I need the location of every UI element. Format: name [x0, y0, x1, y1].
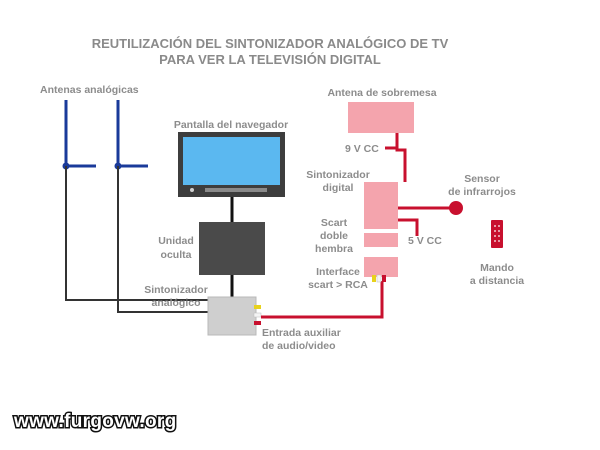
label-scart-1: Scart: [321, 217, 348, 229]
rca-jack-red: [254, 321, 261, 325]
title-line-2: PARA VER LA TELEVISIÓN DIGITAL: [159, 52, 381, 67]
desktop-antenna-box: [348, 102, 414, 133]
cable-antenna-to-digital: [395, 133, 407, 182]
analog-antennas: [62, 100, 148, 170]
screen-led: [190, 188, 194, 192]
remote-button: [498, 235, 500, 237]
digital-tuner-box: [364, 182, 398, 229]
label-sensor-1: Sensor: [464, 173, 500, 185]
interface-jack-yellow: [372, 275, 376, 282]
label-entrada-aux-1: Entrada auxiliar: [262, 327, 341, 339]
scart-rca-interface-box: [364, 257, 398, 277]
label-interface-2: scart > RCA: [308, 279, 368, 291]
remote-button: [494, 240, 496, 242]
label-sint-analog-1: Sintonizador: [144, 284, 208, 296]
analog-tuner-box: [207, 296, 257, 336]
rca-jack-yellow: [254, 305, 261, 309]
rca-jack-white: [253, 312, 262, 318]
label-sensor-2: de infrarrojos: [448, 186, 516, 198]
interface-jack-red: [382, 275, 386, 282]
cable-rca-to-interface: [261, 281, 384, 319]
label-scart-2: doble: [320, 230, 348, 242]
remote-button: [498, 240, 500, 242]
label-5v: 5 V CC: [408, 235, 442, 247]
label-antenas-analogicas: Antenas analógicas: [40, 84, 139, 96]
label-scart-3: hembra: [315, 243, 353, 255]
navigator-screen: [178, 132, 285, 197]
label-entrada-aux-2: de audio/video: [262, 340, 336, 352]
screen-bottom-slot: [205, 188, 267, 192]
remote-button: [494, 235, 496, 237]
remote-button: [498, 230, 500, 232]
interface-jack-white: [376, 274, 382, 283]
remote-button: [498, 225, 500, 227]
title-line-1: REUTILIZACIÓN DEL SINTONIZADOR ANALÓGICO…: [92, 36, 449, 51]
label-sint-analog-2: analógico: [151, 297, 200, 309]
remote-button: [494, 225, 496, 227]
label-unidad-1: Unidad: [158, 235, 194, 247]
label-sint-digital-2: digital: [323, 182, 354, 194]
hidden-unit-box: [199, 222, 265, 275]
label-pantalla: Pantalla del navegador: [174, 119, 288, 131]
screen-display: [183, 137, 280, 185]
label-sint-digital-1: Sintonizador: [306, 169, 370, 181]
scart-double-box: [364, 233, 398, 247]
label-9v: 9 V CC: [345, 143, 379, 155]
power-5v-wire: [398, 218, 419, 236]
watermark: www.furgovw.org: [13, 411, 176, 432]
label-mando-2: a distancia: [470, 275, 524, 287]
remote-control-body: [491, 220, 503, 248]
label-antena-sobremesa: Antena de sobremesa: [327, 87, 436, 99]
cable-antenna-left: [65, 166, 208, 301]
remote-button: [494, 230, 496, 232]
label-interface-1: Interface: [316, 266, 360, 278]
label-unidad-2: oculta: [161, 249, 192, 261]
cable-antenna-right: [117, 166, 208, 313]
ir-sensor-dot: [449, 201, 463, 215]
label-mando-1: Mando: [480, 262, 514, 274]
